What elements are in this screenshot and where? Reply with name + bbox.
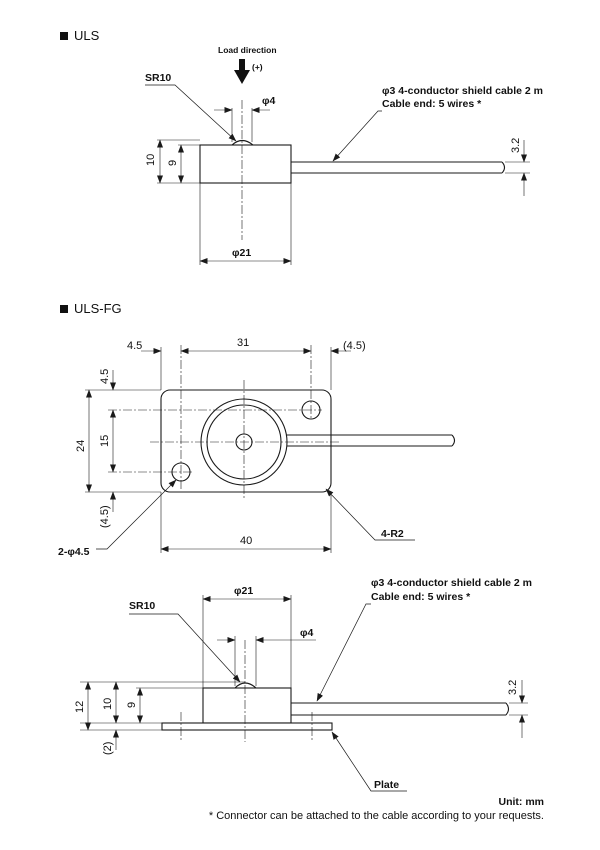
footer: Unit: mm * Connector can be attached to … [209,796,544,822]
sensor-body [199,144,292,184]
dim31-label: 31 [237,337,249,349]
hole-leader [96,479,177,550]
dim10-label: 10 [145,154,157,166]
unit-label: Unit: mm [499,796,545,808]
load-direction-label: Load direction [218,45,277,55]
dim45-right-label: (4.5) [343,340,366,352]
load-button [231,139,254,146]
load-sign-label: (+) [252,62,263,72]
cable-label-line2: Cable end: 5 wires * [382,98,482,110]
plate-leader [331,731,407,792]
dim45-vert-paren-label: (4.5) [99,505,111,528]
load-arrow-icon [234,59,250,84]
dim32-label: 3.2 [510,138,522,153]
dim12-label: 12 [74,701,86,713]
phi21-label: φ21 [234,585,253,597]
dim32-label: 3.2 [507,680,519,695]
dim9-label: 9 [126,702,138,708]
hole-label: 2-φ4.5 [58,546,90,558]
dim40-label: 40 [240,535,252,547]
cable-label-line2: Cable end: 5 wires * [371,591,471,603]
section-ulsfg-side: φ21 φ3 4-conductor shield cable 2 m Cabl… [74,577,532,792]
sr10-leader [145,84,237,142]
dim24-label: 24 [75,440,87,452]
cable-break [501,161,506,174]
cable-leader [332,110,382,162]
phi4-label: φ4 [300,627,314,639]
corner-leader [325,488,415,541]
dim45-left-label: 4.5 [127,340,142,352]
cable-label-line1: φ3 4-conductor shield cable 2 m [382,85,543,97]
cable-leader [316,603,371,702]
section-uls: ULS Load direction (+) SR10 φ4 φ3 4-cond… [60,28,543,265]
dim45-vert-label: 4.5 [99,369,111,384]
cable-label-line1: φ3 4-conductor shield cable 2 m [371,577,532,589]
section-bullet [60,32,68,40]
dim10-label: 10 [102,698,114,710]
section-title-uls: ULS [74,28,100,43]
sr10-leader [129,613,241,683]
phi4-label: φ4 [262,95,276,107]
footnote: * Connector can be attached to the cable… [209,810,544,822]
dim9-label: 9 [167,160,179,166]
plate-label: Plate [374,779,399,791]
load-button [234,682,257,689]
dim2-label: (2) [102,742,114,755]
corner-radius-label: 4-R2 [381,528,404,540]
phi21-label: φ21 [232,247,251,259]
cable-break [451,434,456,447]
section-title-ulsfg: ULS-FG [74,301,122,316]
mounting-plate-side [161,722,333,731]
sr10-label: SR10 [145,72,171,84]
sr10-label: SR10 [129,600,155,612]
section-bullet [60,305,68,313]
dim15-label: 15 [99,435,111,447]
cable-break [505,702,510,716]
section-ulsfg-top: ULS-FG 4.5 31 (4.5) [58,301,456,558]
sensor-body [202,687,292,724]
